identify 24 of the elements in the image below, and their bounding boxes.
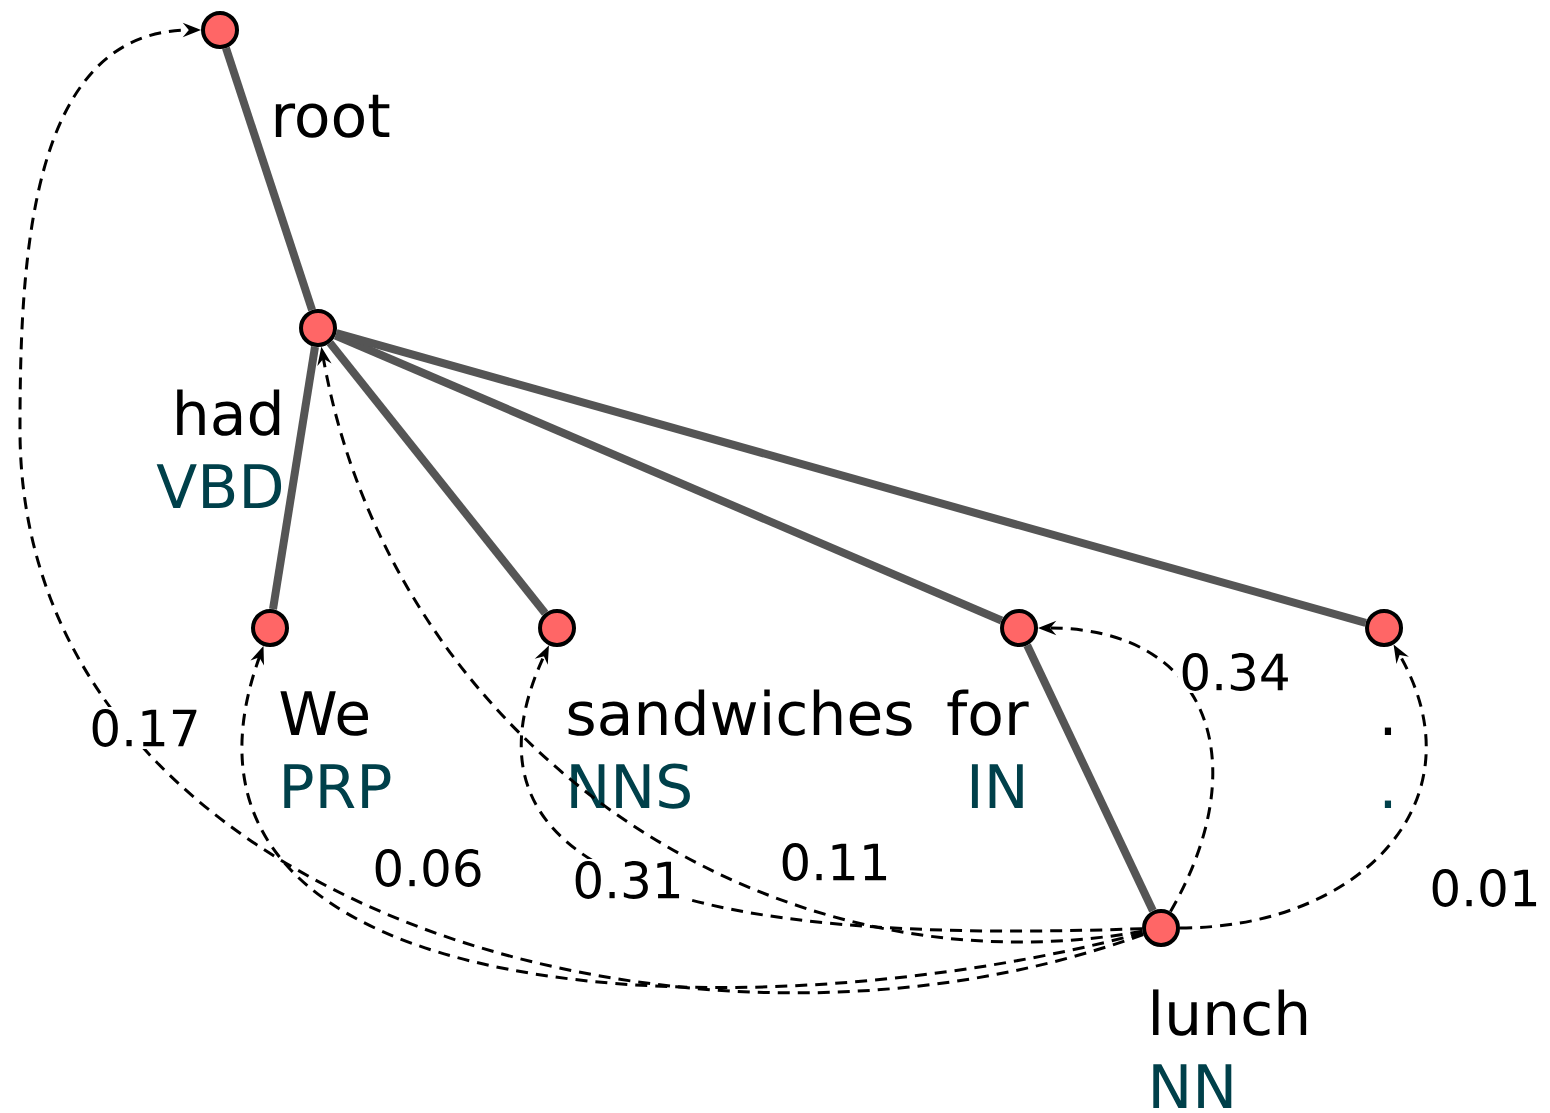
dependency-line — [222, 46, 316, 312]
word-label: sandwiches — [568, 689, 912, 736]
dependency-line — [326, 340, 549, 616]
dependency-line — [1023, 643, 1157, 913]
edge-label: 0.34 — [1177, 651, 1293, 693]
word-label: We — [280, 691, 368, 736]
edge-label: 0.01 — [1427, 867, 1543, 909]
word-label: root — [275, 94, 390, 138]
tag-label: NN — [1153, 1064, 1232, 1108]
word-label: had — [177, 389, 280, 436]
edge-label: 0.11 — [777, 841, 893, 883]
word-label: for — [947, 689, 1029, 736]
score-arrow — [18, 22, 1144, 994]
edge-label: 0.17 — [87, 707, 203, 749]
tag-label: . — [1384, 800, 1392, 808]
edge-label: 0.06 — [370, 847, 486, 889]
dependency-line — [335, 329, 1367, 627]
tag-label: PRP — [284, 764, 391, 808]
tag-label: IN — [971, 764, 1023, 808]
word-label: lunch — [1153, 989, 1307, 1036]
tag-label: VBD — [156, 464, 282, 508]
word-label: . — [1384, 727, 1392, 735]
edge-label: 0.31 — [570, 859, 686, 901]
tag-label: NNS — [571, 763, 690, 809]
